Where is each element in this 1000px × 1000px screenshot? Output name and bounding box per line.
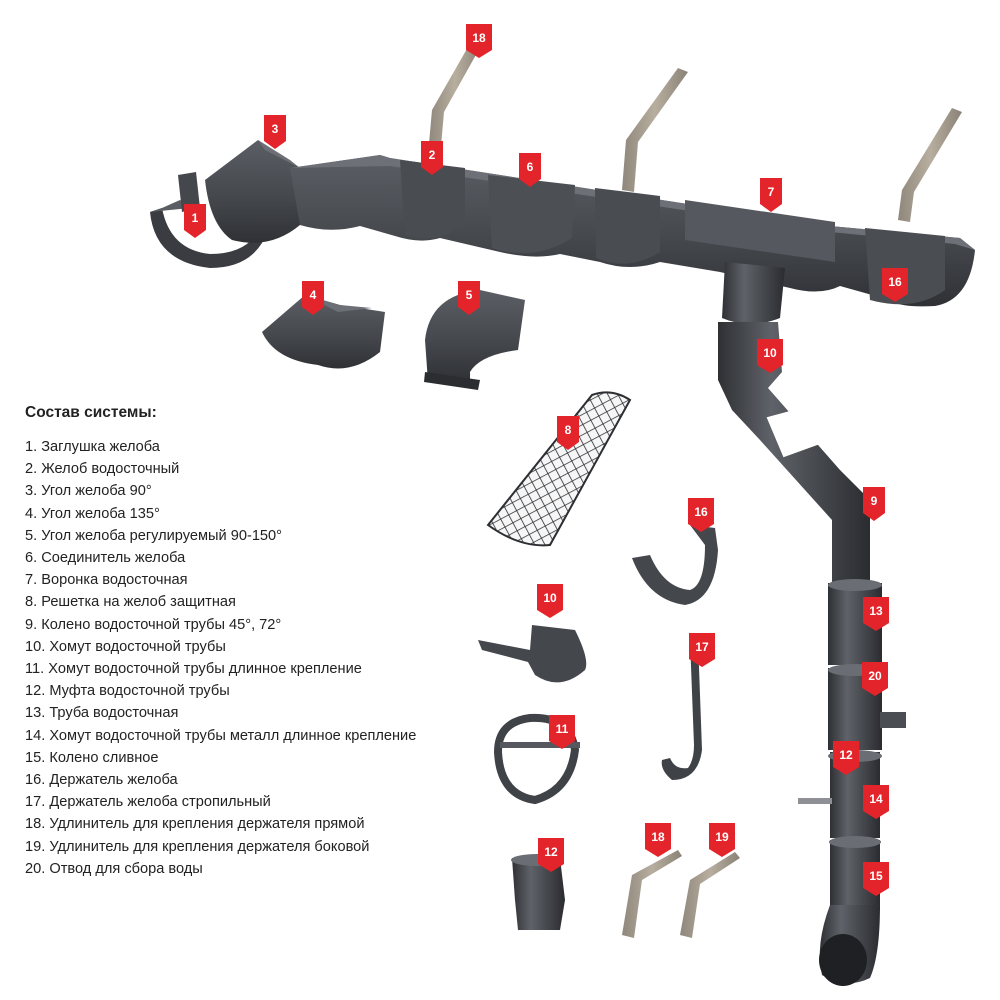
tag-1: 1 [184, 204, 206, 238]
svg-text:7: 7 [768, 185, 775, 199]
gutter-end-cap [150, 172, 268, 268]
svg-text:4: 4 [310, 288, 317, 302]
legend-item: 7. Воронка водосточная [25, 572, 188, 589]
svg-text:8: 8 [565, 423, 572, 437]
tag-12-pipe: 12 [833, 741, 859, 775]
svg-text:12: 12 [839, 748, 853, 762]
tag-16-part: 16 [688, 498, 714, 532]
tag-2: 2 [421, 141, 443, 175]
tag-14: 14 [863, 785, 889, 819]
roof-strap-extenders [428, 40, 962, 222]
gutter-corner-adjustable [424, 290, 525, 390]
tag-10-part: 10 [537, 584, 563, 618]
downpipe-outlet [722, 262, 785, 324]
svg-text:2: 2 [429, 148, 436, 162]
holder-extender-side [680, 852, 740, 938]
holder-extender-straight [622, 850, 682, 938]
legend-item: 14. Хомут водосточной трубы металл длинн… [25, 727, 417, 744]
svg-text:1: 1 [192, 211, 199, 225]
system-components-legend: Состав системы: 1. Заглушка желоба 2. Же… [25, 404, 495, 880]
legend-list: 1. Заглушка желоба 2. Желоб водосточный … [25, 436, 495, 880]
tag-18-part: 18 [645, 823, 671, 857]
legend-item: 1. Заглушка желоба [25, 439, 160, 455]
legend-item: 9. Колено водосточной трубы 45°, 72° [25, 616, 282, 633]
svg-text:6: 6 [527, 160, 534, 174]
tag-18-top: 18 [466, 24, 492, 58]
svg-text:10: 10 [763, 346, 777, 360]
svg-text:17: 17 [695, 640, 709, 654]
svg-text:10: 10 [543, 591, 557, 605]
svg-text:19: 19 [715, 830, 729, 844]
gutter-bracket [632, 525, 718, 605]
legend-item: 3. Угол желоба 90° [25, 483, 152, 500]
tag-15: 15 [863, 862, 889, 896]
svg-text:13: 13 [869, 604, 883, 618]
downpipe-assembly [718, 322, 906, 986]
legend-item: 10. Хомут водосточной трубы [25, 638, 226, 655]
tag-16-top: 16 [882, 268, 908, 302]
svg-text:11: 11 [556, 722, 569, 736]
legend-item: 17. Держатель желоба стропильный [25, 794, 271, 811]
long-downpipe-clamp [493, 713, 580, 805]
legend-item: 20. Отвод для сбора воды [25, 860, 203, 877]
gutter-corner-90 [205, 140, 300, 243]
legend-item: 4. Угол желоба 135° [25, 505, 160, 522]
legend-title: Состав системы: [25, 404, 157, 421]
legend-item: 18. Удлинитель для крепления держателя п… [25, 816, 365, 833]
gutter-guard-mesh [486, 391, 632, 547]
tag-7: 7 [760, 178, 782, 212]
gutter-corner-135 [262, 295, 385, 369]
tag-10-pipe: 10 [757, 339, 783, 373]
tag-6: 6 [519, 153, 541, 187]
tag-4: 4 [302, 281, 324, 315]
svg-text:16: 16 [694, 505, 708, 519]
legend-item: 6. Соединитель желоба [25, 550, 186, 567]
legend-item: 2. Желоб водосточный [25, 461, 180, 478]
tag-19: 19 [709, 823, 735, 857]
svg-text:15: 15 [869, 869, 883, 883]
svg-text:18: 18 [651, 830, 665, 844]
tag-8: 8 [557, 416, 579, 450]
tag-11: 11 [549, 715, 575, 749]
tag-17: 17 [689, 633, 715, 667]
legend-item: 12. Муфта водосточной трубы [25, 683, 230, 700]
tag-13: 13 [863, 597, 889, 631]
legend-item: 11. Хомут водосточной трубы длинное креп… [25, 661, 362, 678]
svg-text:3: 3 [272, 122, 279, 136]
tag-9: 9 [863, 487, 885, 521]
svg-text:9: 9 [871, 494, 878, 508]
tag-5: 5 [458, 281, 480, 315]
legend-item: 19. Удлинитель для крепления держателя б… [25, 838, 370, 855]
tag-3: 3 [264, 115, 286, 149]
legend-item: 5. Угол желоба регулируемый 90-150° [25, 527, 282, 544]
downpipe-clamp [478, 625, 587, 683]
legend-item: 13. Труба водосточная [25, 705, 179, 722]
tag-12-part: 12 [538, 838, 564, 872]
legend-item: 8. Решетка на желоб защитная [25, 594, 236, 611]
svg-text:5: 5 [466, 288, 473, 302]
svg-text:12: 12 [544, 845, 558, 859]
svg-text:18: 18 [472, 31, 486, 45]
svg-text:20: 20 [868, 669, 882, 683]
svg-text:14: 14 [869, 792, 883, 806]
svg-text:16: 16 [888, 275, 902, 289]
legend-item: 15. Колено сливное [25, 749, 159, 766]
tag-20: 20 [862, 662, 888, 696]
rafter-gutter-bracket [661, 640, 702, 780]
legend-item: 16. Держатель желоба [25, 772, 178, 789]
